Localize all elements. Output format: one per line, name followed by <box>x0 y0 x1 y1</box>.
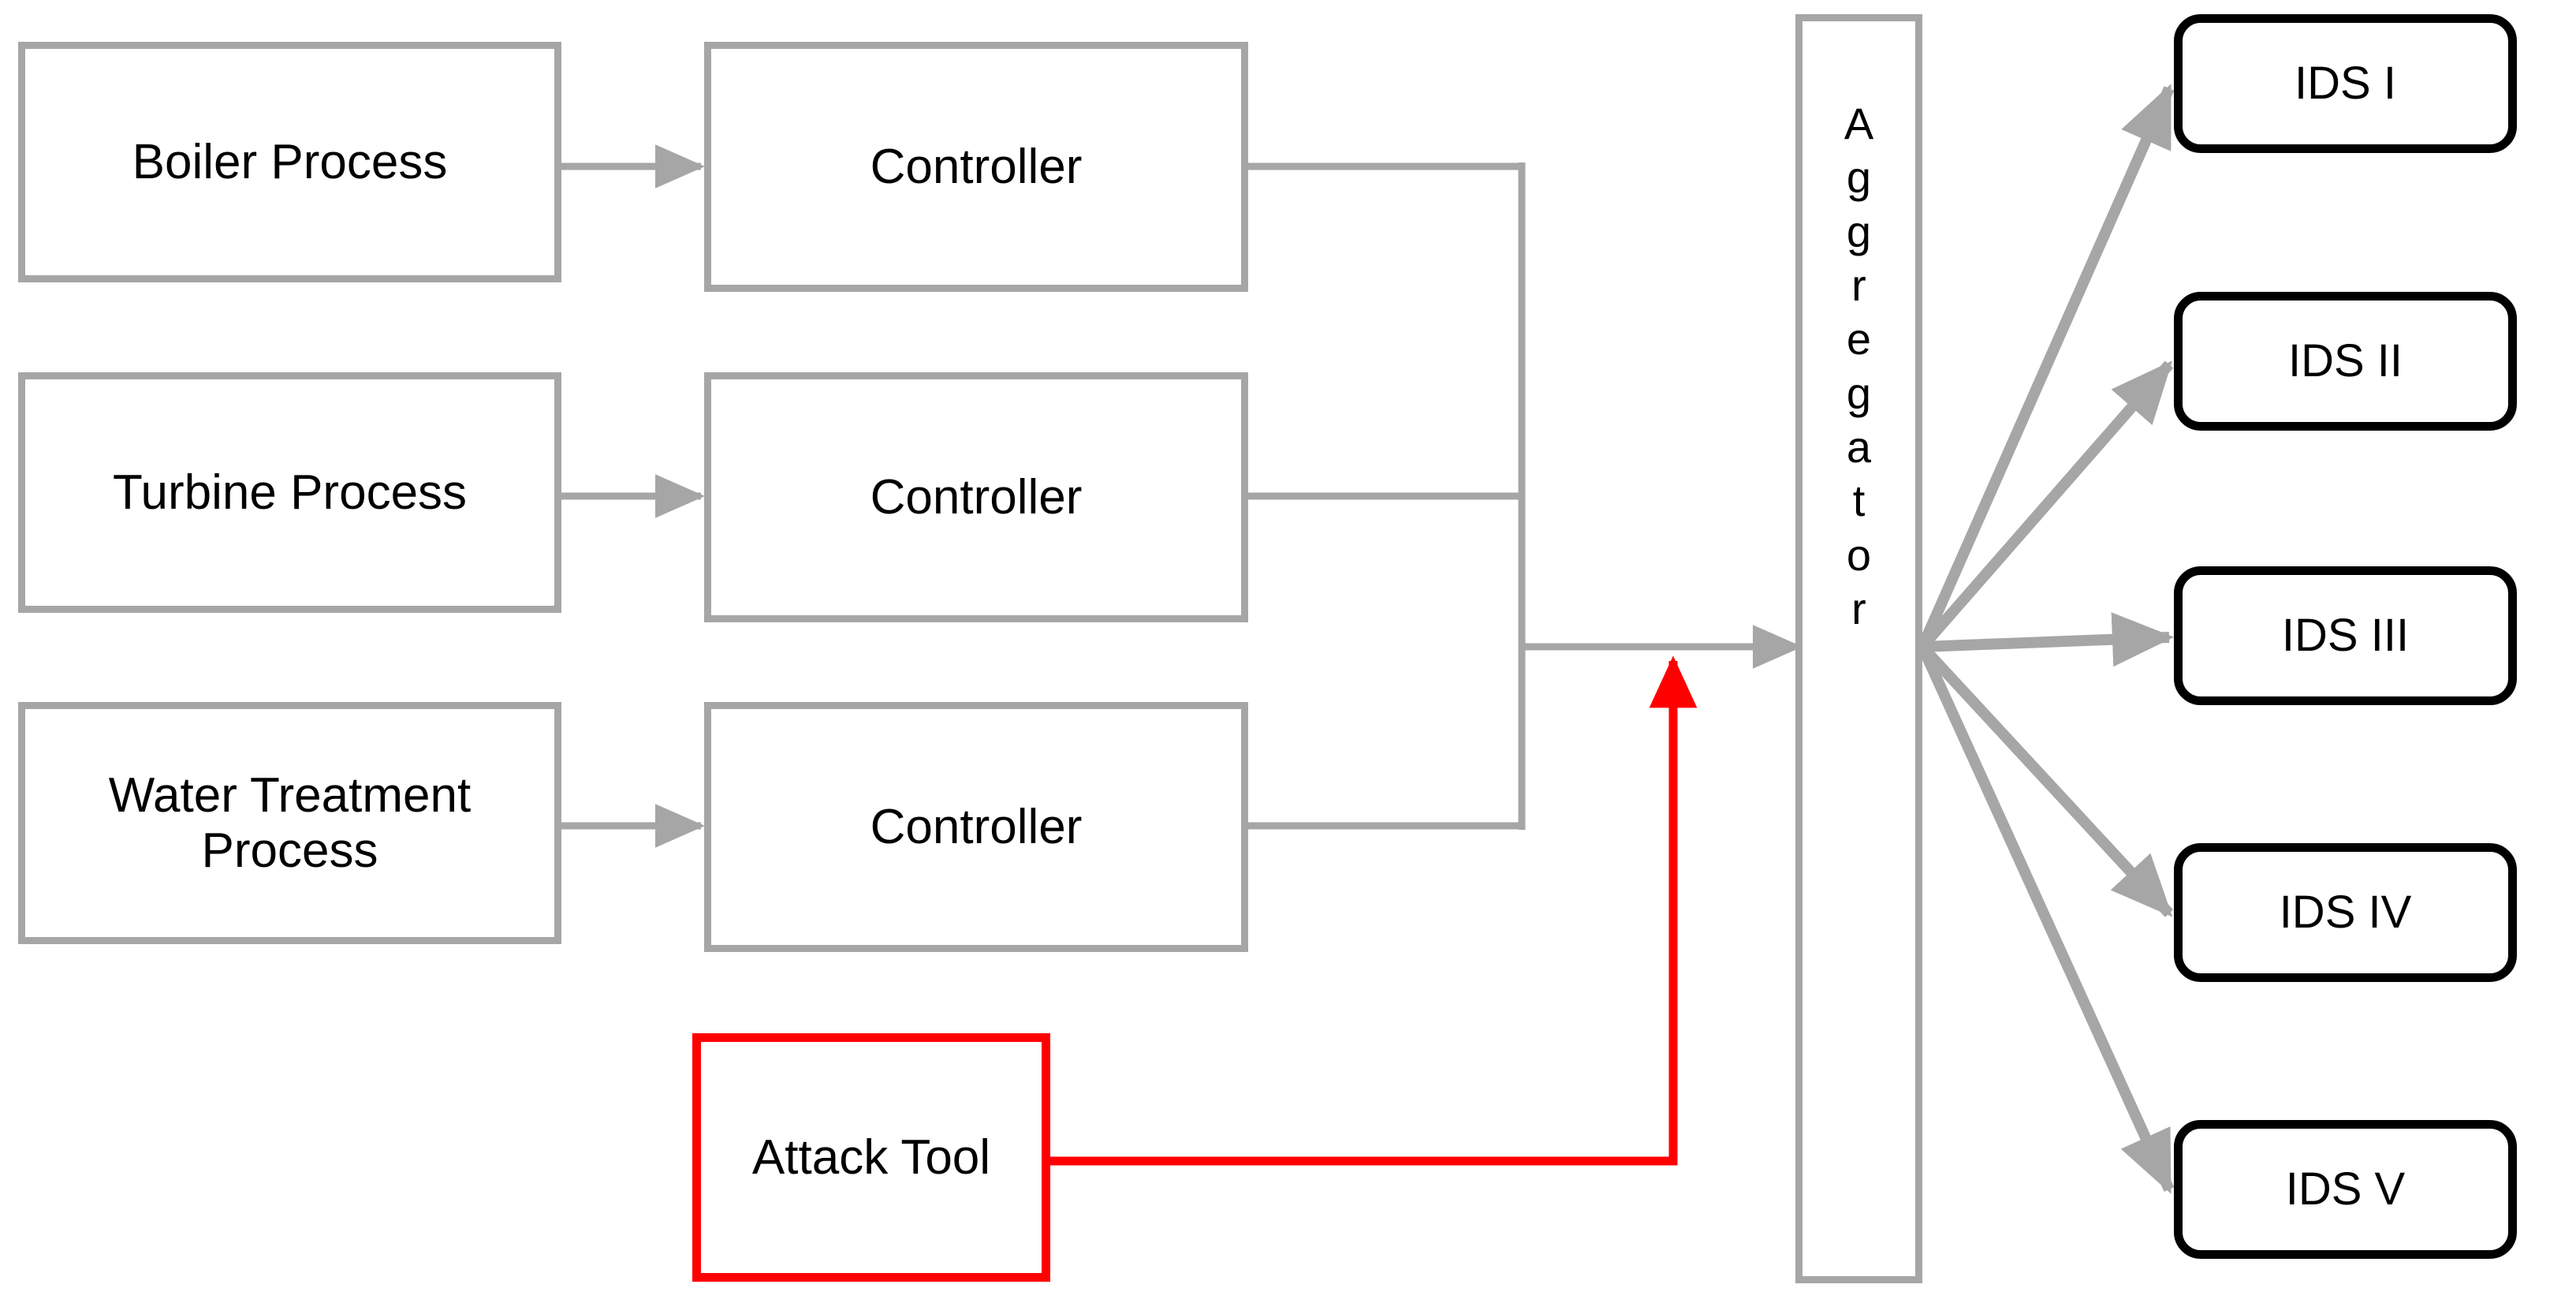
aggregator-letter: A <box>1843 99 1874 148</box>
link-aggregator-to-ids-5 <box>1917 644 2175 1194</box>
controller-turbine-label: Controller <box>870 469 1083 525</box>
aggregator-letter: r <box>1851 259 1866 310</box>
controller-turbine-box[interactable]: Controller <box>704 372 1248 622</box>
turbine-process-box[interactable]: Turbine Process <box>18 372 561 613</box>
turbine-process-label: Turbine Process <box>112 465 468 520</box>
water-treatment-process-box[interactable]: Water Treatment Process <box>18 702 561 944</box>
controller-water-label: Controller <box>870 799 1083 854</box>
ids-3-box[interactable]: IDS III <box>2174 566 2517 705</box>
controller-water-box[interactable]: Controller <box>704 702 1248 952</box>
aggregator-box[interactable]: A g g r e g a t o r <box>1795 14 1922 1283</box>
water-treatment-process-label: Water Treatment Process <box>108 768 472 878</box>
boiler-process-box[interactable]: Boiler Process <box>18 42 561 282</box>
ids-5-box[interactable]: IDS V <box>2174 1120 2517 1259</box>
aggregator-letter: o <box>1846 529 1872 580</box>
aggregator-letter: t <box>1852 476 1866 526</box>
controller-output-bus <box>1248 162 1803 830</box>
aggregator-letter: g <box>1846 368 1872 418</box>
link-aggregator-to-ids-3 <box>1922 612 2175 667</box>
ids-4-label: IDS IV <box>2279 886 2412 938</box>
attack-tool-box[interactable]: Attack Tool <box>692 1033 1050 1282</box>
ids-1-label: IDS I <box>2295 57 2396 109</box>
ids-1-box[interactable]: IDS I <box>2174 14 2517 153</box>
link-aggregator-to-ids-1 <box>1917 84 2175 649</box>
aggregator-letter: g <box>1846 152 1872 203</box>
ids-4-box[interactable]: IDS IV <box>2174 843 2517 982</box>
link-aggregator-to-ids-2 <box>1918 360 2174 651</box>
ids-2-box[interactable]: IDS II <box>2174 292 2517 431</box>
aggregator-letter: r <box>1851 583 1866 633</box>
ids-5-label: IDS V <box>2285 1163 2406 1215</box>
aggregator-letter: g <box>1846 206 1872 256</box>
attack-tool-label: Attack Tool <box>751 1129 991 1185</box>
ids-3-label: IDS III <box>2281 609 2410 661</box>
aggregator-fanout-links <box>1917 84 2175 1194</box>
process-to-controller-links <box>561 144 706 848</box>
boiler-process-label: Boiler Process <box>132 134 448 189</box>
aggregator-letter: a <box>1846 421 1872 472</box>
link-aggregator-to-ids-4 <box>1918 643 2174 917</box>
ids-2-label: IDS II <box>2287 334 2403 386</box>
controller-boiler-label: Controller <box>870 139 1083 194</box>
controller-boiler-box[interactable]: Controller <box>704 42 1248 292</box>
aggregator-letter: e <box>1846 314 1872 364</box>
